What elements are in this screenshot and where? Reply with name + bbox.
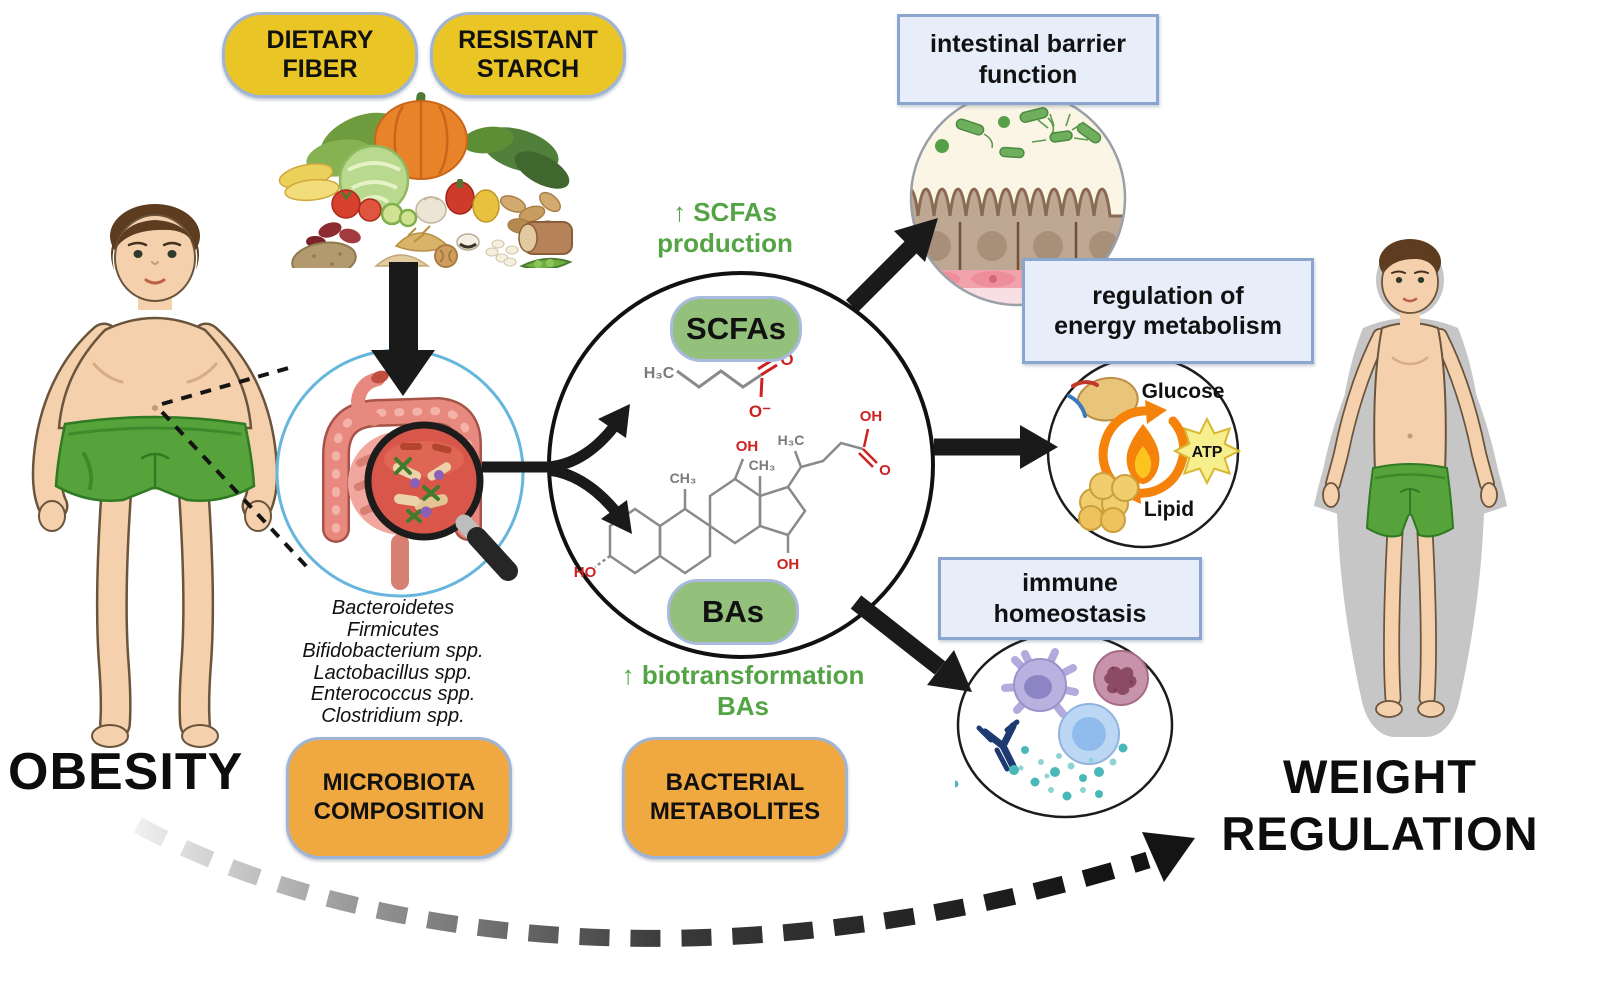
biotransformation-bas-note: ↑ biotransformation BAs (621, 660, 865, 721)
weight-regulation-label: WEIGHT REGULATION (1221, 750, 1539, 861)
fiber-foods-illustration (278, 92, 573, 268)
magnifier-bacteria (364, 421, 518, 581)
bileacid-oh-top: OH (736, 438, 759, 455)
lipid-label: Lipid (1144, 498, 1194, 521)
taxa-item: Clostridium spp. (321, 704, 465, 727)
white-beans (485, 239, 519, 267)
oat-pile (374, 254, 431, 267)
bileacid-o-acid: O (879, 462, 891, 479)
flame-icon (1126, 424, 1160, 484)
scfas-pill: SCFAs (670, 296, 802, 362)
resistant-starch-label: RESISTANT STARCH (458, 26, 598, 83)
taxa-item: Enterococcus spp. (310, 683, 476, 705)
slim-person-illustration (1314, 239, 1507, 737)
microbiota-taxa-list: Bacteroidetes Firmicutes Bifidobacterium… (268, 597, 518, 727)
gut-microbiota-circle (275, 348, 525, 598)
bileacid-ho-left: HO (574, 564, 597, 581)
potato (291, 241, 357, 268)
dietary-fiber-pill: DIETARY FIBER (222, 12, 418, 98)
microbiota-composition-label: MICROBIOTA COMPOSITION (313, 769, 485, 825)
antibody-icon (976, 719, 1020, 775)
butyrate-ominus-label: O⁻ (749, 402, 771, 421)
energy-metabolism-illustration: ATP Glucose Lipid (1046, 355, 1241, 549)
glucose-label: Glucose (1142, 380, 1225, 403)
lymphocyte-cell (1058, 703, 1120, 765)
obese-person-illustration (31, 204, 279, 748)
atp-label: ATP (1192, 444, 1223, 461)
energy-metabolism-box: regulation of energy metabolism (1022, 258, 1314, 364)
bas-pill: BAs (667, 579, 799, 645)
granulocyte-cell (1093, 650, 1149, 706)
lumen-bacteria (935, 107, 1102, 159)
dietary-fiber-label: DIETARY FIBER (266, 26, 374, 83)
taxa-item: Firmicutes (346, 618, 440, 641)
bileacid-oh-bottom: OH (777, 556, 800, 573)
bacterial-metabolites-label: BACTERIAL METABOLITES (649, 769, 821, 825)
atp-starburst: ATP (1172, 416, 1241, 486)
intestinal-barrier-box: intestinal barrier function (897, 14, 1159, 105)
metabolite-structures: H₃C O O⁻ OH OH HO OH O H₃C CH₃ CH₃ (574, 350, 891, 581)
pea-pod (519, 257, 573, 268)
immune-homeostasis-label: immune homeostasis (993, 569, 1147, 628)
immune-homeostasis-box: immune homeostasis (938, 557, 1202, 640)
energy-metabolism-label: regulation of energy metabolism (1054, 281, 1282, 341)
bread-loaf (518, 221, 573, 255)
microbiota-composition-pill: MICROBIOTA COMPOSITION (286, 737, 512, 859)
cytokine-dots (955, 743, 1128, 801)
garlic (415, 196, 447, 224)
cucumber-slices (380, 202, 418, 228)
scfas-production-note: ↑ SCFAs production (657, 197, 793, 258)
dendritic-cell (1001, 648, 1079, 718)
bileacid-ch3-2: CH₃ (670, 470, 697, 486)
intestinal-barrier-label: intestinal barrier function (930, 30, 1126, 89)
obesity-label: OBESITY (8, 743, 244, 801)
bileacid-oh-acid: OH (860, 408, 883, 425)
corn (278, 163, 340, 202)
bacterial-metabolites-pill: BACTERIAL METABOLITES (622, 737, 848, 859)
taxa-item: Lactobacillus spp. (313, 661, 473, 684)
to-energy-metabolism-arrow (934, 425, 1058, 469)
bell-peppers (445, 179, 500, 223)
immune-homeostasis-illustration (955, 631, 1174, 819)
bileacid-ch3-1: CH₃ (749, 457, 776, 473)
bileacid-h3c: H₃C (778, 432, 805, 448)
butyrate-h3c-label: H₃C (644, 365, 675, 382)
butyrate-structure (676, 357, 778, 398)
tomatoes (331, 189, 382, 222)
lipid-cells-icon (1078, 472, 1139, 533)
bile-acid-structure (594, 428, 878, 575)
taxa-item: Bifidobacterium spp. (302, 640, 484, 662)
mushroom (456, 233, 480, 251)
resistant-starch-pill: RESISTANT STARCH (430, 12, 626, 98)
walnut (434, 244, 458, 268)
taxa-item: Bacteroidetes (331, 597, 455, 619)
